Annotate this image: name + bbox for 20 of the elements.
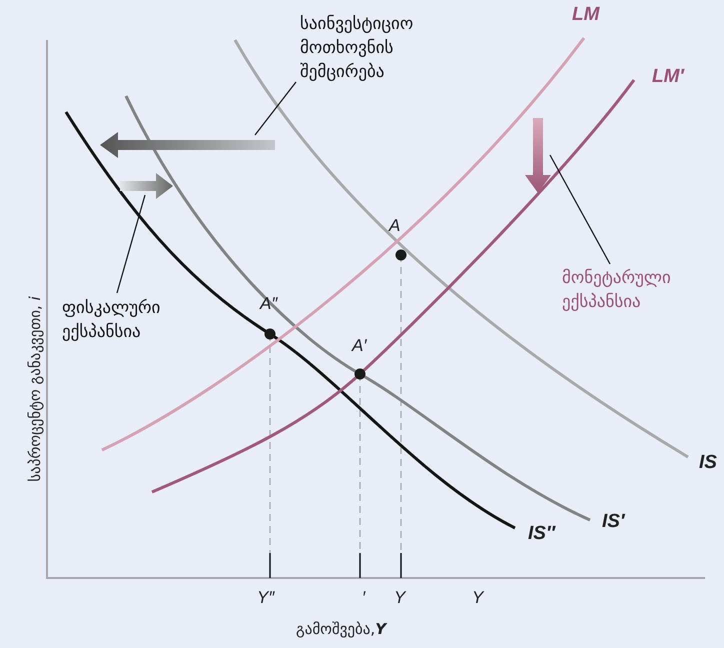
tick-label: ′ (362, 588, 366, 608)
curve-label: IS (699, 452, 717, 474)
axis-label: საპროცენტო განაკვეთი, i (26, 295, 44, 484)
curve-label: LM (572, 4, 600, 26)
axis-label: გამოშვება,Y (296, 620, 386, 638)
tick-label: Y (472, 588, 484, 608)
annotation-text: ფისკალური ექსპანსია (62, 296, 222, 344)
leader-line (254, 82, 296, 136)
leader-line (116, 194, 146, 294)
curve-label: IS′ (602, 511, 625, 533)
curve-label: IS″ (528, 523, 556, 545)
point-label: A′ (352, 336, 367, 356)
annotation-text: საინვესტიციო მოთხოვნის შემცირება (300, 12, 480, 84)
tick-label: Y (394, 588, 406, 608)
point-label: A (389, 216, 400, 236)
annotation-text: მონეტარული ექსპანსია (562, 266, 722, 314)
curve-label: LM′ (652, 66, 684, 88)
tick-label: Y″ (257, 588, 274, 608)
point-label: A″ (260, 294, 278, 314)
leader-line (549, 154, 611, 264)
